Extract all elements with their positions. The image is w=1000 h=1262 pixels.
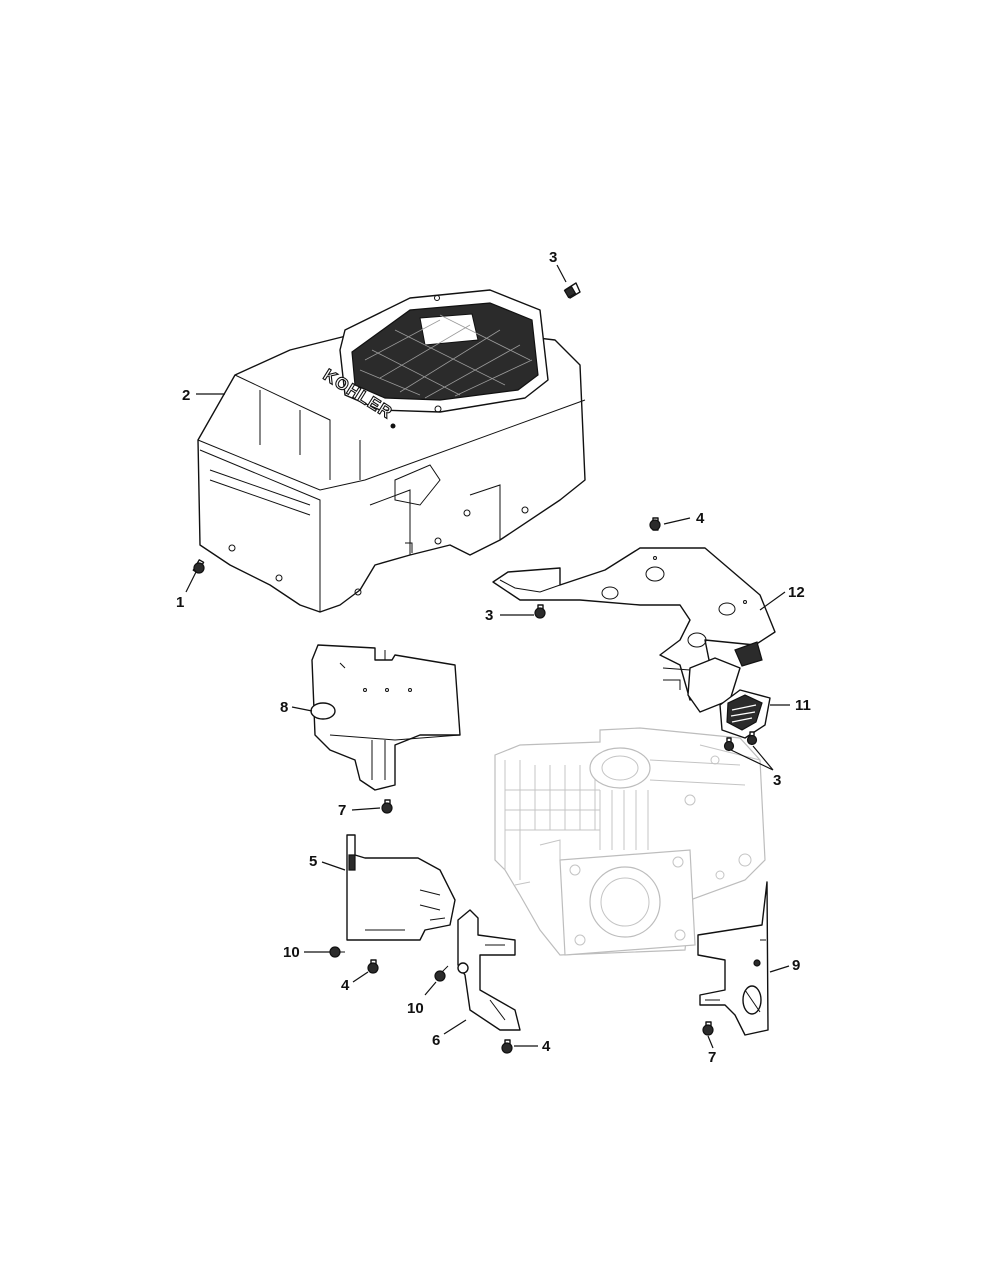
leader-4b xyxy=(352,971,369,983)
callout-8: 8 xyxy=(280,699,288,716)
callout-7a: 7 xyxy=(338,802,346,819)
screw-7-lower xyxy=(702,1021,714,1036)
screw-3-lower-a xyxy=(723,737,735,752)
callout-11: 11 xyxy=(795,697,811,714)
cylinder-baffle xyxy=(492,547,776,713)
shield-part-11 xyxy=(719,689,771,739)
baffle-part-5 xyxy=(346,834,456,941)
screw-3-lower-b xyxy=(746,731,758,746)
screw-3-middle xyxy=(534,604,546,619)
bracket-part-6 xyxy=(457,909,521,1031)
leader-7a xyxy=(351,807,381,811)
screw-10-left xyxy=(329,946,345,958)
screw-4-left xyxy=(367,959,379,974)
callout-2: 2 xyxy=(182,387,190,404)
callout-4c: 4 xyxy=(542,1038,551,1055)
callout-3a: 3 xyxy=(549,249,557,266)
screw-1 xyxy=(192,559,205,574)
screw-4-upper xyxy=(649,517,661,531)
callout-12: 12 xyxy=(788,584,805,601)
leader-lines xyxy=(185,264,790,1049)
leader-6 xyxy=(443,1019,467,1035)
callout-4b: 4 xyxy=(341,977,350,994)
baffle-part-8 xyxy=(310,644,461,791)
callout-numbers: 1 2 3 3 3 4 4 4 5 6 7 7 8 9 10 10 11 12 xyxy=(176,249,811,1066)
callout-7b: 7 xyxy=(708,1049,716,1066)
screw-3-top xyxy=(563,282,581,299)
callout-4a: 4 xyxy=(696,510,705,527)
screw-10-middle xyxy=(434,965,449,982)
leader-1 xyxy=(185,571,197,593)
leader-3a xyxy=(556,264,567,283)
leader-7b xyxy=(707,1035,714,1049)
engine-block-ghost xyxy=(494,727,766,956)
callout-6: 6 xyxy=(432,1032,440,1049)
leader-10b xyxy=(424,981,437,996)
leader-5 xyxy=(321,861,346,871)
callout-1: 1 xyxy=(176,594,184,611)
callout-3b: 3 xyxy=(485,607,493,624)
fasteners xyxy=(192,282,758,1054)
leader-4a xyxy=(663,517,691,525)
callout-5: 5 xyxy=(309,853,317,870)
leader-3c xyxy=(730,745,774,771)
blower-housing: KOHLER xyxy=(197,289,586,613)
leader-12 xyxy=(759,591,786,611)
callout-10b: 10 xyxy=(407,1000,424,1017)
callout-10a: 10 xyxy=(283,944,300,961)
leader-9 xyxy=(769,965,790,973)
bracket-part-9 xyxy=(697,881,769,1036)
screw-7-upper xyxy=(381,799,393,814)
leader-8 xyxy=(291,706,313,712)
callout-3c: 3 xyxy=(773,772,781,789)
callout-9: 9 xyxy=(792,957,800,974)
screw-4-bottom xyxy=(501,1039,513,1054)
